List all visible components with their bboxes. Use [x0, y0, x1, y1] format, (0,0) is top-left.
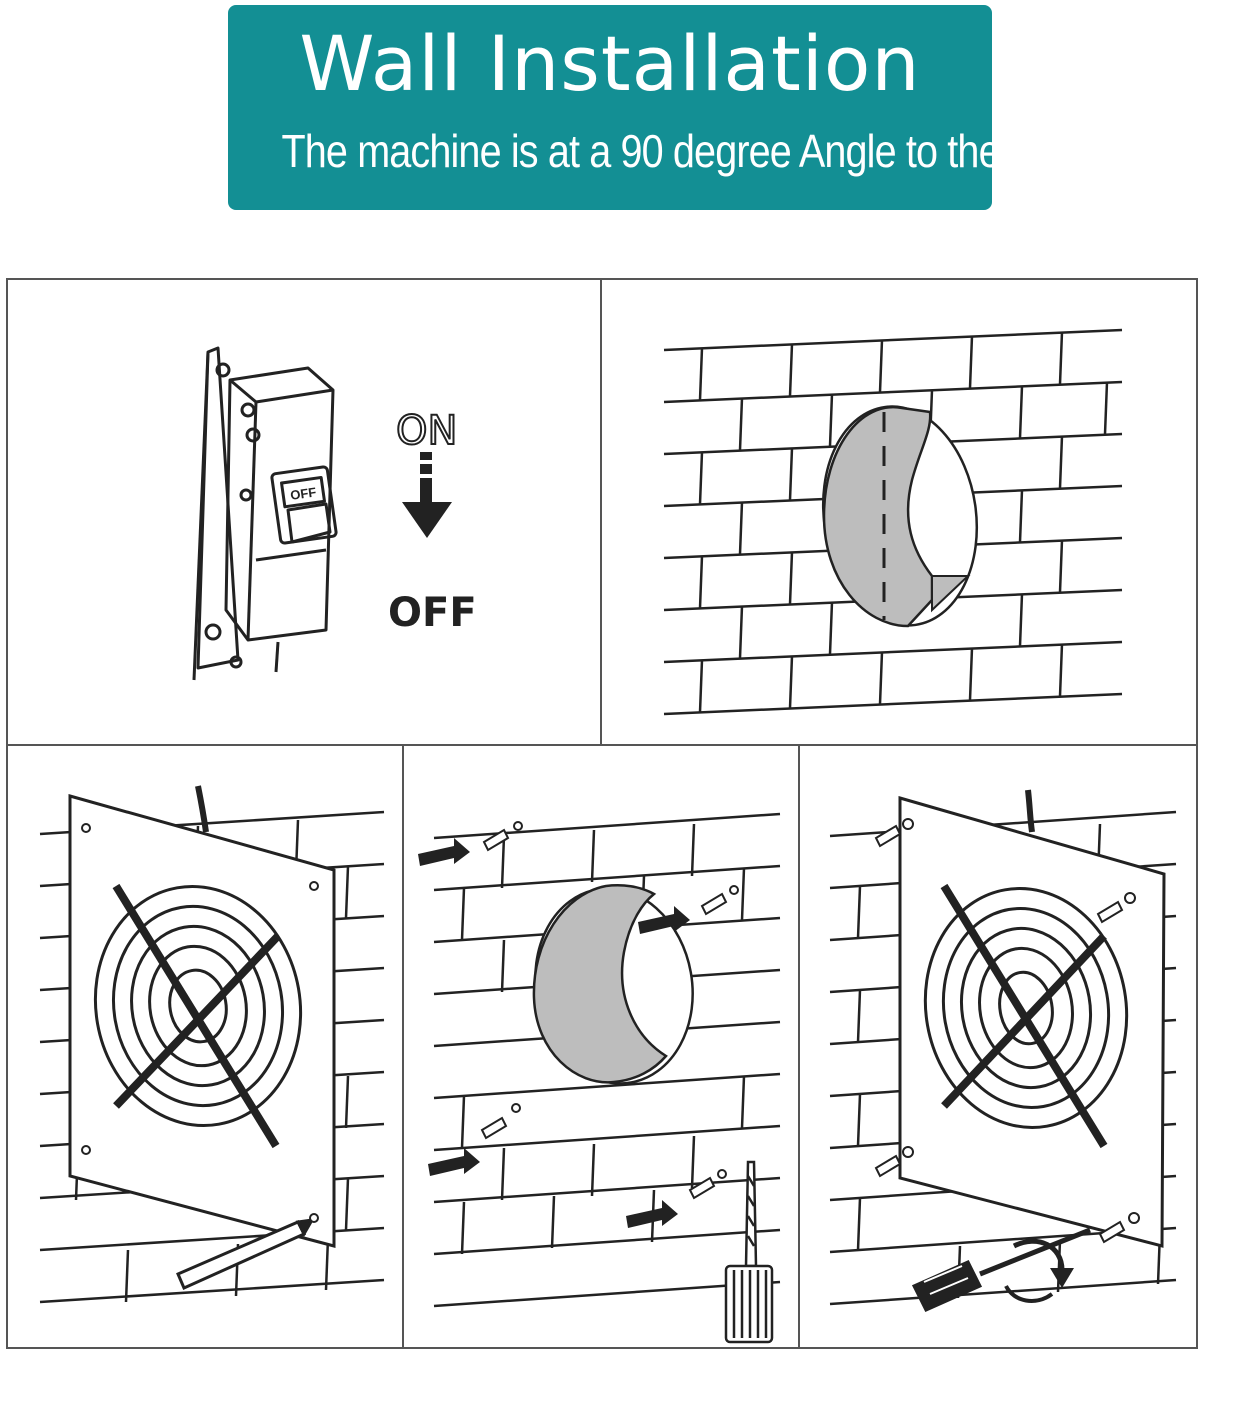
- drill-bit-icon: [724, 1160, 774, 1344]
- wall-anchor-icon: [480, 821, 739, 1200]
- step-1-panel-turn-off-power: OFF ON OFF: [6, 278, 602, 746]
- step-2-panel-place-template: [600, 278, 1198, 746]
- banner-subtitle: The machine is at a 90 degree Angle to t…: [281, 125, 1128, 177]
- wall-template-illustration: [663, 328, 1123, 716]
- screw-fan-illustration: [829, 789, 1177, 1312]
- title-banner: Wall Installation The machine is at a 90…: [228, 5, 1129, 210]
- step-4-panel-drill-anchors: [402, 744, 800, 1349]
- mark-holes-illustration: [39, 785, 385, 1304]
- fan-guard: [923, 883, 1129, 1149]
- screwdriver-icon: [911, 1227, 1091, 1312]
- paper-template: [821, 405, 979, 628]
- template-cutout: [532, 884, 694, 1085]
- drill-anchors-illustration: [418, 812, 781, 1344]
- screw-icon: [874, 818, 1140, 1244]
- off-label: OFF: [388, 590, 477, 636]
- step-3-panel-mark-holes: [6, 744, 404, 1349]
- arrow-right-icon: [418, 838, 690, 1228]
- pencil-icon: [176, 1218, 315, 1290]
- step-5-panel-screw-fan: [798, 744, 1198, 1349]
- arrow-down-icon: [402, 452, 452, 538]
- switch-off-label: OFF: [289, 484, 317, 502]
- banner-title: Wall Installation: [299, 19, 921, 108]
- fan-guard: [93, 883, 303, 1149]
- on-label: ON: [396, 408, 457, 454]
- rotate-arrow-icon: [1004, 1238, 1074, 1303]
- breaker-switch-illustration: OFF ON OFF: [192, 346, 477, 681]
